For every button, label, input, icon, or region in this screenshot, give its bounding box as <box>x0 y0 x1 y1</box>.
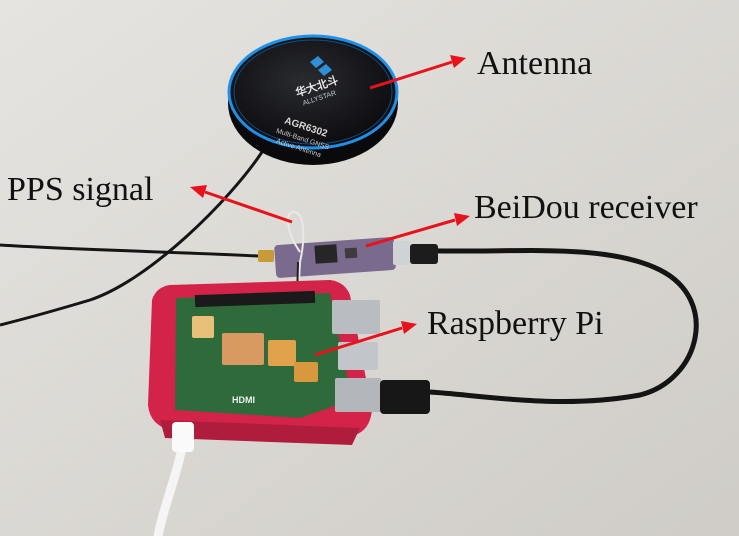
arrow-beidou <box>365 218 456 248</box>
beidou-receiver <box>258 237 438 278</box>
allystar-logo <box>310 56 332 76</box>
annotation-arrows <box>190 55 470 357</box>
label-beidou-receiver: BeiDou receiver <box>474 189 698 226</box>
raspberry-pi: HDMI <box>148 280 430 445</box>
arrowhead-beidou <box>454 213 470 226</box>
arrow-pps <box>204 190 293 224</box>
arrowhead-pps <box>190 185 207 198</box>
pps-wire <box>287 210 305 301</box>
sma-cable <box>0 243 259 258</box>
antenna-cable <box>0 151 264 327</box>
label-antenna: Antenna <box>477 45 593 82</box>
label-raspberry-pi: Raspberry Pi <box>427 305 604 342</box>
usb-cable <box>404 247 699 405</box>
arrow-rpi <box>314 326 403 357</box>
power-plug <box>172 422 194 452</box>
label-pps-signal: PPS signal <box>7 171 154 208</box>
arrowhead-rpi <box>401 321 417 334</box>
arrow-antenna <box>369 60 453 90</box>
arrowhead-antenna <box>450 55 466 68</box>
board-hdmi-text: HDMI <box>232 395 255 405</box>
gnss-antenna: 华大北斗 ALLYSTAR AGR6302 Multi-Band GNSS Ac… <box>227 34 399 165</box>
